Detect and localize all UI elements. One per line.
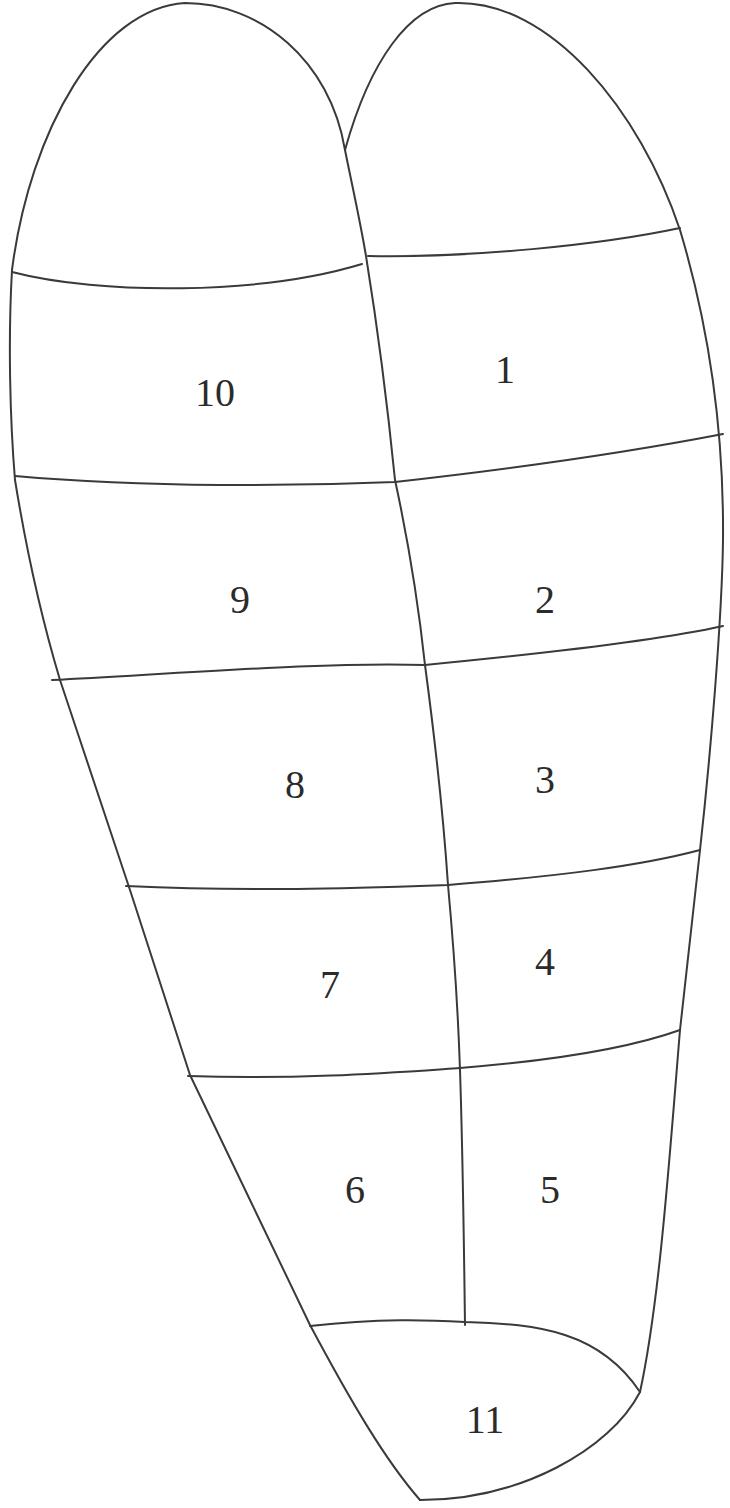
callout-number: 3 bbox=[535, 760, 555, 800]
band-line bbox=[52, 626, 723, 680]
right-lobe-outline bbox=[345, 3, 723, 1500]
center-divide bbox=[345, 150, 465, 1325]
callout-number: 10 bbox=[195, 373, 235, 413]
callout-number: 6 bbox=[345, 1170, 365, 1210]
band-line bbox=[126, 850, 700, 889]
band-line bbox=[368, 228, 680, 256]
callout-number: 5 bbox=[540, 1170, 560, 1210]
callout-number: 1 bbox=[495, 350, 515, 390]
callout-number: 8 bbox=[285, 765, 305, 805]
callout-number: 11 bbox=[466, 1400, 505, 1440]
band-line bbox=[188, 1030, 680, 1077]
left-lobe-outline bbox=[10, 3, 420, 1500]
callout-number: 2 bbox=[535, 580, 555, 620]
callout-number: 9 bbox=[230, 580, 250, 620]
band-line bbox=[310, 1320, 640, 1392]
band-line bbox=[15, 434, 723, 485]
band-line bbox=[12, 264, 362, 288]
callout-number: 4 bbox=[535, 942, 555, 982]
callout-number: 7 bbox=[320, 965, 340, 1005]
